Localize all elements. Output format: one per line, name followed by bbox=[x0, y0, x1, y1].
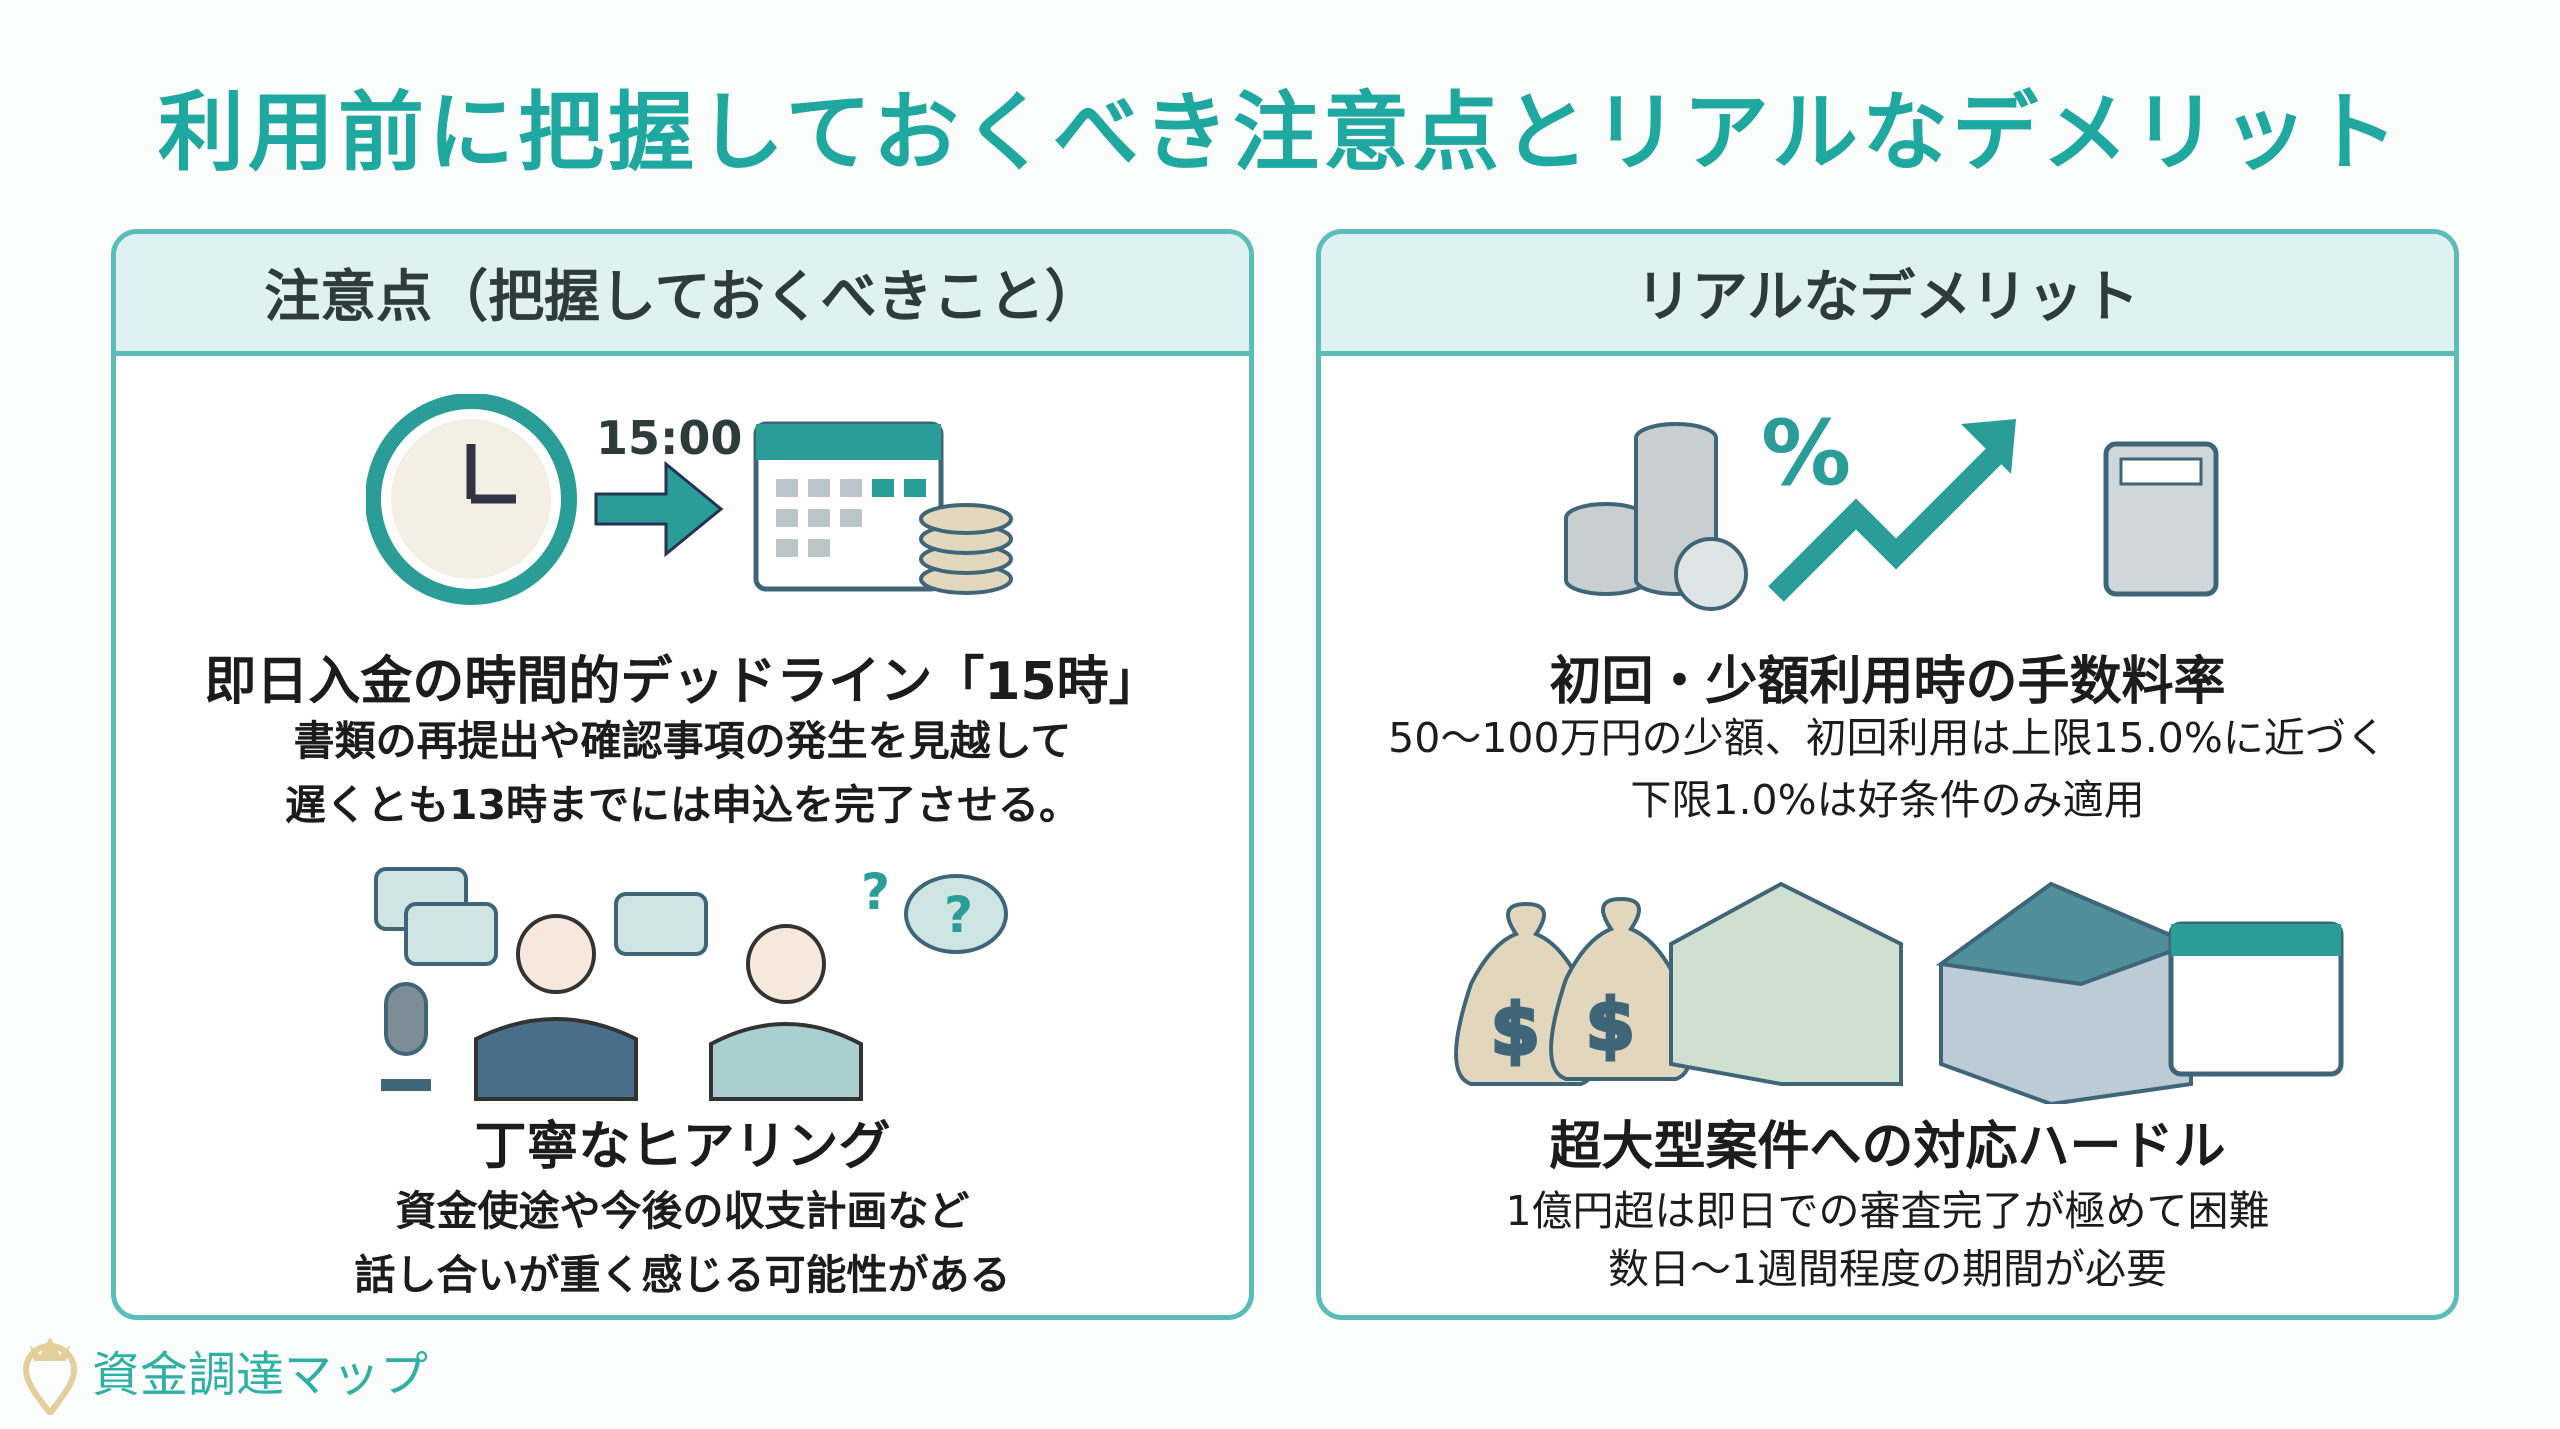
item-heading: 超大型案件への対応ハードル bbox=[1549, 1117, 2226, 1177]
item-line: 下限1.0%は好条件のみ適用 bbox=[1630, 776, 2145, 824]
svg-text:?: ? bbox=[861, 864, 890, 921]
coin-stacks-icon bbox=[1564, 422, 1748, 611]
calculator-icon bbox=[2103, 441, 2219, 597]
item-line: 話し合いが重く感じる可能性がある bbox=[354, 1251, 1011, 1299]
item-heading: 即日入金の時間的デッドライン「15時」 bbox=[204, 652, 1161, 712]
svg-text:?: ? bbox=[944, 886, 973, 944]
demerits-panel: リアルなデメリット % 初回・少額利用時の手数料率 50〜100万円の少額、初回… bbox=[1316, 229, 2459, 1320]
cautions-panel: 注意点（把握しておくべきこと） 15:00 即日入金の時間的デッドライン「15時… bbox=[111, 229, 1254, 1320]
svg-text:%: % bbox=[1761, 401, 1851, 506]
warehouse-icon bbox=[1935, 881, 2197, 1104]
question-icon: ?? bbox=[861, 864, 1008, 954]
panel-header: 注意点（把握しておくべきこと） bbox=[116, 234, 1249, 356]
item-line: 遅くとも13時までには申込を完了させる。 bbox=[284, 781, 1081, 829]
item-line: 1億円超は即日での審査完了が極めて困難 bbox=[1505, 1187, 2270, 1235]
item-line: 書類の再提出や確認事項の発生を見越して bbox=[293, 717, 1072, 765]
microphone-icon bbox=[381, 982, 431, 1091]
money-bags-icon: $$ bbox=[1454, 896, 1693, 1086]
chat-bubbles-icon bbox=[374, 867, 708, 966]
calendar-icon bbox=[2168, 921, 2344, 1077]
clock-icon bbox=[366, 394, 577, 605]
coins-icon bbox=[919, 503, 1013, 595]
item-heading: 初回・少額利用時の手数料率 bbox=[1549, 652, 2226, 712]
crown-pin-icon bbox=[22, 1337, 78, 1415]
deadline-illustration: 15:00 bbox=[366, 394, 1013, 605]
fee-illustration: % bbox=[1564, 401, 2219, 611]
brand-logo: 資金調達マップ bbox=[22, 1325, 428, 1415]
panel-header: リアルなデメリット bbox=[1321, 234, 2454, 356]
woman-thinking-icon bbox=[709, 924, 863, 1101]
item-heading: 丁寧なヒアリング bbox=[474, 1117, 891, 1177]
large-deal-illustration: $$ bbox=[1454, 881, 2344, 1104]
svg-text:$: $ bbox=[1491, 989, 1540, 1071]
percent-up-arrow-icon: % bbox=[1761, 401, 2016, 602]
item-line: 50〜100万円の少額、初回利用は上限15.0%に近づく bbox=[1388, 714, 2387, 762]
item-line: 数日〜1週間程度の期間が必要 bbox=[1607, 1245, 2168, 1293]
businessman-icon bbox=[474, 914, 638, 1101]
hearing-illustration: ?? bbox=[374, 864, 1008, 1101]
arrow-right-icon bbox=[594, 460, 724, 558]
time-label: 15:00 bbox=[596, 411, 742, 465]
calendar-icon bbox=[753, 421, 944, 592]
svg-text:$: $ bbox=[1586, 984, 1635, 1066]
cash-stacks-icon bbox=[1669, 881, 1903, 1086]
page-title: 利用前に把握しておくべき注意点とリアルなデメリット bbox=[158, 83, 2402, 183]
item-line: 資金使途や今後の収支計画など bbox=[395, 1187, 970, 1235]
brand-name: 資金調達マップ bbox=[92, 1347, 429, 1403]
